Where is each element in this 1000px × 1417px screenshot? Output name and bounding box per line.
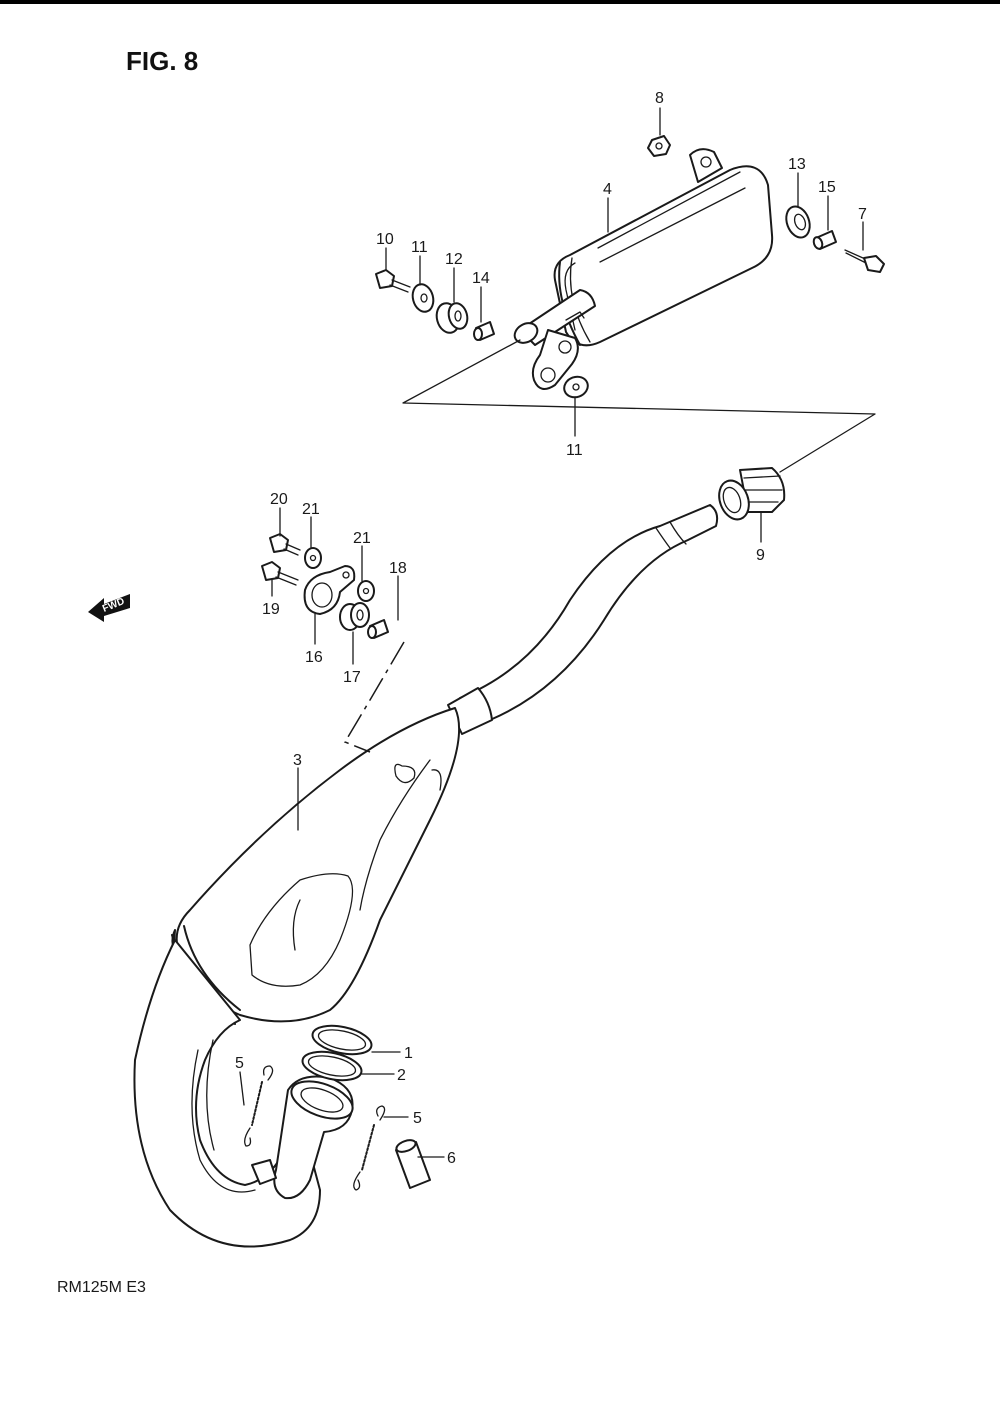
callout-9: 9	[756, 547, 765, 564]
part-19-bolt	[261, 561, 299, 586]
part-11-washer-upper	[411, 283, 435, 313]
exhaust-pipe	[133, 504, 719, 1248]
part-21-washer-b	[357, 580, 375, 602]
part-5-spring-right	[353, 1105, 386, 1191]
model-code: RM125M E3	[57, 1279, 146, 1296]
callout-15: 15	[818, 179, 836, 196]
callout-5-right: 5	[413, 1110, 422, 1127]
callout-3: 3	[293, 752, 302, 769]
callout-2: 2	[397, 1067, 406, 1084]
callout-20: 20	[270, 491, 288, 508]
bracket-connection-line	[343, 641, 405, 753]
callout-11-lower: 11	[566, 442, 583, 459]
part-21-washer-a	[304, 547, 322, 569]
callout-1: 1	[404, 1045, 413, 1062]
callout-17: 17	[343, 669, 361, 686]
muffler-connection-line	[402, 339, 876, 473]
part-13-grommet	[785, 205, 811, 239]
part-8-nut	[647, 135, 671, 157]
callout-12: 12	[445, 251, 463, 268]
part-17-grommet	[339, 602, 370, 631]
muffler	[513, 148, 774, 390]
part-7-bolt	[844, 249, 885, 273]
forward-arrow-icon: FWD	[88, 594, 130, 622]
part-5-spring-left	[244, 1065, 274, 1147]
part-15-collar	[812, 230, 837, 250]
part-6-sleeve	[395, 1139, 431, 1189]
part-11-washer-lower	[563, 375, 589, 399]
callout-21-b: 21	[353, 530, 371, 547]
part-9-joint	[718, 467, 786, 521]
part-16-bracket	[303, 565, 356, 615]
part-1-gasket	[311, 1024, 373, 1056]
callout-5-left: 5	[235, 1055, 244, 1072]
callout-21-a: 21	[302, 501, 320, 518]
callout-18: 18	[389, 560, 407, 577]
callout-14: 14	[472, 270, 490, 287]
part-20-bolt	[269, 533, 301, 556]
callout-19: 19	[262, 601, 280, 618]
callout-7: 7	[858, 206, 867, 223]
callout-11-upper: 11	[411, 239, 428, 256]
callout-6: 6	[447, 1150, 456, 1167]
callout-10: 10	[376, 231, 394, 248]
figure-title: FIG. 8	[126, 46, 198, 76]
callout-13: 13	[788, 156, 806, 173]
callout-8: 8	[655, 90, 664, 107]
part-10-bolt	[375, 269, 411, 293]
part-18-collar	[367, 619, 389, 639]
leader-lines	[239, 107, 864, 1158]
callout-4: 4	[603, 181, 612, 198]
callout-16: 16	[305, 649, 323, 666]
part-2-gasket	[301, 1050, 363, 1082]
part-14-collar	[473, 321, 495, 341]
part-12-grommet	[435, 302, 469, 334]
